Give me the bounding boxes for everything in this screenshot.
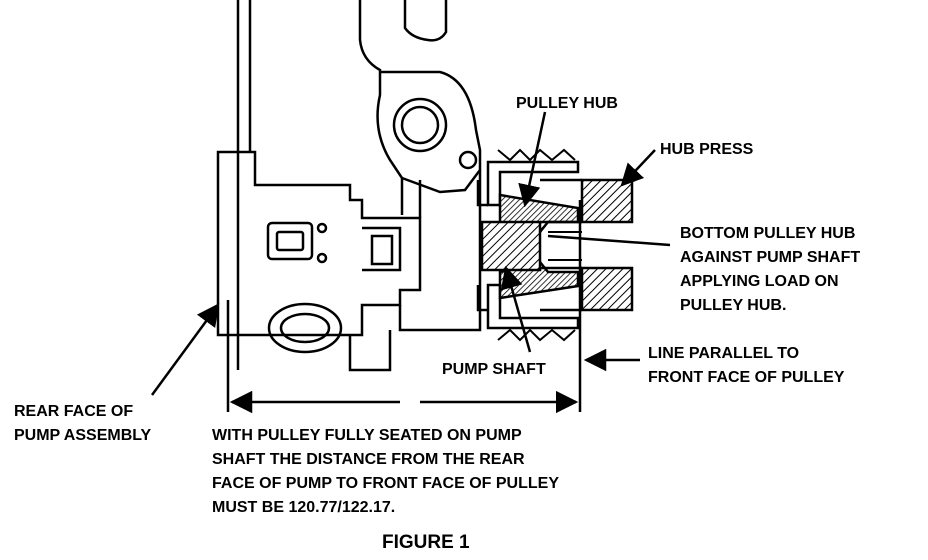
rear-face-line-2: PUMP ASSEMBLY xyxy=(14,427,152,444)
reference-lines xyxy=(226,200,582,412)
hub-press xyxy=(540,178,634,312)
instruction-line-3: FACE OF PUMP TO FRONT FACE OF PULLEY xyxy=(212,475,559,492)
rear-face-leader xyxy=(150,303,220,396)
bottom-note-line-4: PULLEY HUB. xyxy=(680,297,786,314)
rear-face-line-1: REAR FACE OF xyxy=(14,403,133,420)
instruction-line-4: MUST BE 120.77/122.17. xyxy=(212,499,395,516)
instruction-text: WITH PULLEY FULLY SEATED ON PUMP SHAFT T… xyxy=(212,427,559,516)
line-parallel-line-1: LINE PARALLEL TO xyxy=(648,345,799,362)
pulley-hub-leader xyxy=(518,111,547,208)
bottom-note-line-2: AGAINST PUMP SHAFT xyxy=(680,249,860,266)
bottom-note-line-1: BOTTOM PULLEY HUB xyxy=(680,225,855,242)
pump-body xyxy=(216,0,482,372)
rear-face-label: REAR FACE OF PUMP ASSEMBLY xyxy=(14,403,152,444)
figure-caption: FIGURE 1 xyxy=(382,532,470,553)
instruction-line-2: SHAFT THE DISTANCE FROM THE REAR xyxy=(212,451,525,468)
pump-shaft xyxy=(480,220,542,272)
bottom-note-leader xyxy=(547,234,671,247)
pump-shaft-label: PUMP SHAFT xyxy=(442,361,546,378)
bottom-note-line-3: APPLYING LOAD ON xyxy=(680,273,839,290)
bottom-note-label: BOTTOM PULLEY HUB AGAINST PUMP SHAFT APP… xyxy=(680,225,860,314)
line-parallel-label: LINE PARALLEL TO FRONT FACE OF PULLEY xyxy=(648,345,845,386)
leader-arrows xyxy=(150,111,671,396)
hub-press-leader xyxy=(620,149,656,187)
hub-press-label: HUB PRESS xyxy=(660,141,754,158)
line-parallel-line-2: FRONT FACE OF PULLEY xyxy=(648,369,845,386)
instruction-line-1: WITH PULLEY FULLY SEATED ON PUMP xyxy=(212,427,522,444)
pulley-hub-label: PULLEY HUB xyxy=(516,95,618,112)
pump-shaft-leader xyxy=(500,265,532,353)
